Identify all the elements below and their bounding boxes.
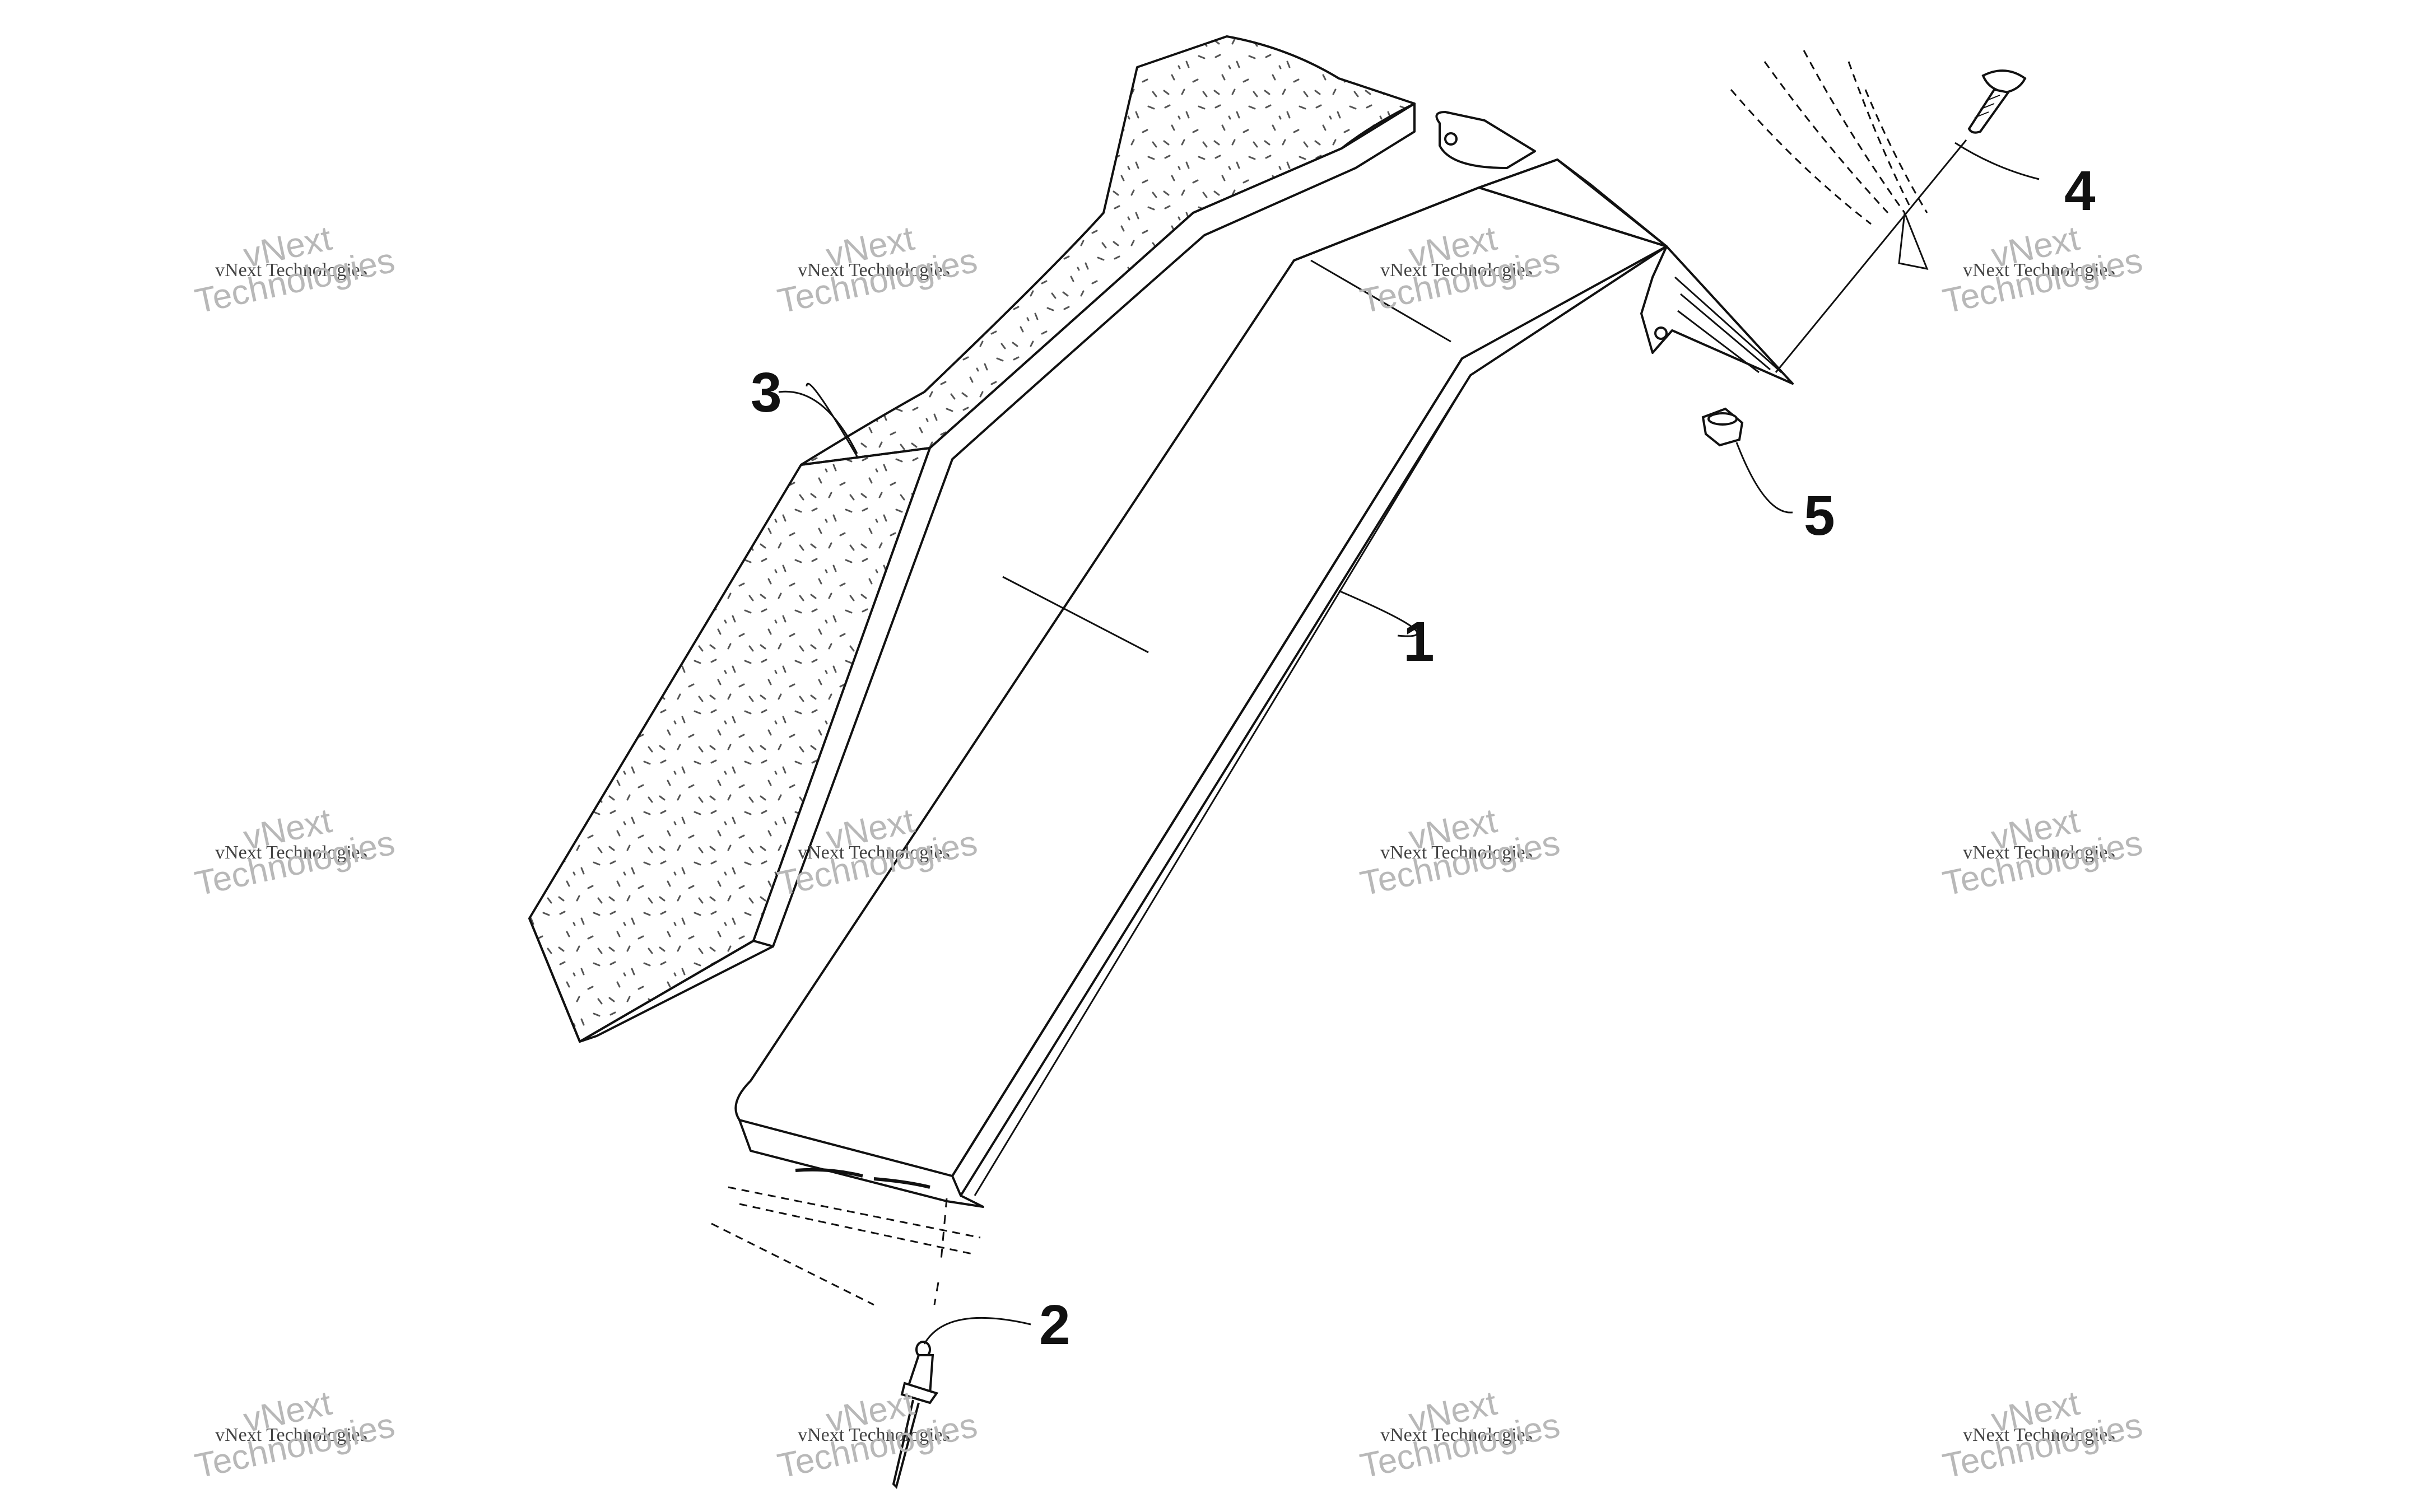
leader-1	[1338, 590, 1418, 637]
callout-3: 3	[751, 361, 782, 424]
part-3-foam-pad	[528, 35, 1416, 1043]
part-5-nut	[1701, 407, 1744, 447]
part-2-rivet	[892, 1341, 939, 1489]
callout-numbers: 3 1 2 4 5	[751, 160, 2096, 1356]
leader-5	[1735, 442, 1793, 514]
part-1-panel	[734, 111, 1794, 1208]
leader-4	[1954, 142, 2040, 180]
assembly-lines	[933, 139, 1967, 1305]
callout-5: 5	[1804, 484, 1835, 547]
leader-lines	[778, 142, 2040, 1345]
callout-2: 2	[1039, 1294, 1071, 1356]
callout-4: 4	[2064, 160, 2096, 222]
part-4-bolt	[1967, 69, 2027, 134]
leader-3b	[778, 390, 858, 454]
leader-3	[806, 382, 858, 457]
callout-1: 1	[1403, 610, 1435, 673]
leader-2	[923, 1317, 1031, 1345]
mating-part-outline	[711, 50, 1929, 1306]
